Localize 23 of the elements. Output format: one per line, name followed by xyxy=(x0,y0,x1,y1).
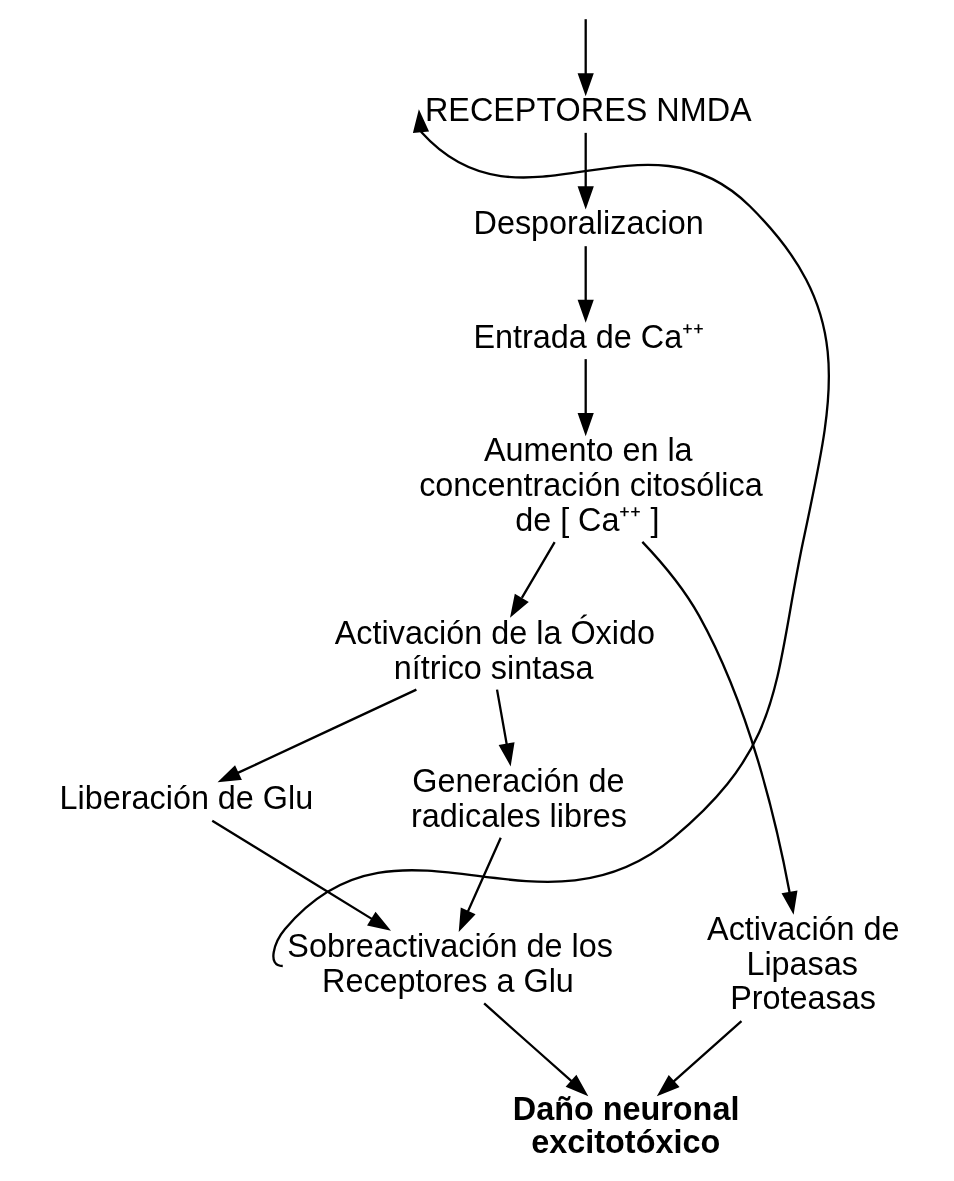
node-text: Activación de la Óxido nítrico sintasa xyxy=(334,614,655,686)
arrow xyxy=(641,541,798,915)
node-text: Sobreactivación de los Receptores a Glu xyxy=(287,928,613,999)
arrow xyxy=(577,246,594,323)
node-text: Desporalizacion xyxy=(473,205,704,242)
node-text: Aumento en la concentración citosólica de [ Ca⁺⁺ ] xyxy=(419,432,763,538)
arrow xyxy=(495,689,515,767)
arrow xyxy=(458,837,502,933)
node-text: RECEPTORES NMDA xyxy=(424,92,752,129)
node-text: Entrada de Ca⁺⁺ xyxy=(473,318,705,355)
arrow xyxy=(656,1020,743,1097)
node-text: Generación de radicales libres xyxy=(411,762,627,834)
node-text: Liberación de Glu xyxy=(59,780,314,817)
arrow xyxy=(577,19,594,97)
arrow xyxy=(211,819,391,931)
arrow xyxy=(483,1002,589,1097)
arrow xyxy=(577,132,594,210)
node-text: Activación de Lipasas Proteasas xyxy=(707,910,900,1017)
arrow xyxy=(577,359,594,437)
arrow xyxy=(217,688,417,783)
arrow xyxy=(510,541,556,618)
arrow xyxy=(272,109,830,967)
node-text: Daño neuronal excitotóxico xyxy=(512,1091,740,1160)
